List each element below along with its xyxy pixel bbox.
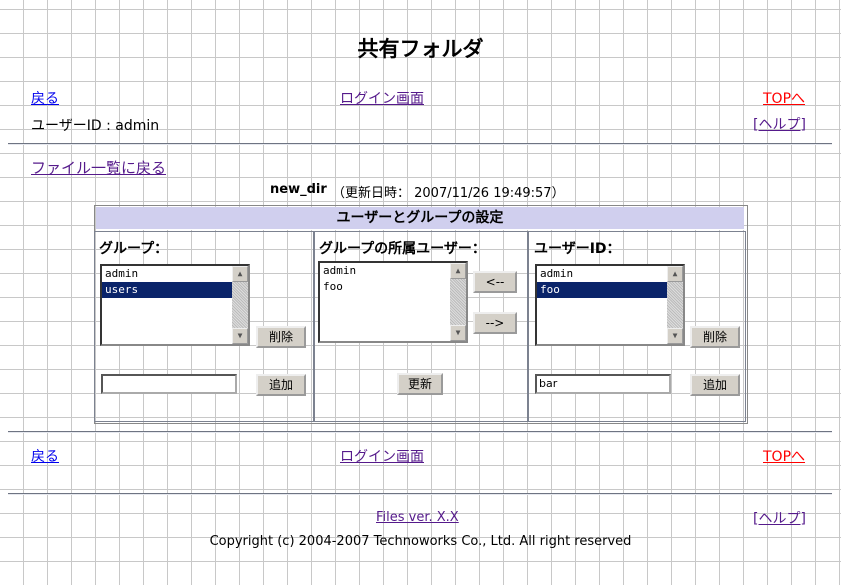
user-id-input[interactable]: bar (535, 374, 671, 394)
list-item-selected[interactable]: foo (537, 282, 667, 298)
login-link[interactable]: ログイン画面 (340, 91, 424, 107)
update-button[interactable]: 更新 (397, 373, 443, 395)
move-left-button[interactable]: <-- (473, 271, 517, 293)
group-name-input[interactable] (101, 374, 237, 394)
members-column (314, 231, 528, 422)
folder-name: new_dir (270, 182, 327, 197)
footer-top-link[interactable]: TOPへ (763, 449, 806, 465)
groups-column (94, 231, 314, 422)
file-list-back-link[interactable]: ファイル一覧に戻る (31, 159, 167, 177)
scroll-up-icon[interactable]: ▲ (232, 266, 248, 282)
scrollbar[interactable]: ▲▼ (450, 263, 466, 341)
groups-label: グループ： (99, 241, 169, 257)
scrollbar[interactable]: ▲▼ (667, 266, 683, 344)
user-id-label: ユーザーID : admin (31, 118, 160, 134)
page-title: 共有フォルダ (357, 37, 484, 61)
list-item[interactable]: admin (323, 264, 357, 277)
delete-group-button[interactable]: 削除 (256, 326, 306, 348)
version-link[interactable]: Files ver. X.X (376, 510, 459, 525)
list-item[interactable]: admin (105, 267, 139, 280)
list-item[interactable]: admin (540, 267, 574, 280)
scroll-down-icon[interactable]: ▼ (450, 325, 466, 341)
updated-time: （更新日時： 2007/11/26 19:49:57） (332, 186, 565, 201)
scroll-up-icon[interactable]: ▲ (450, 263, 466, 279)
copyright: Copyright (c) 2004-2007 Technoworks Co.,… (209, 534, 632, 549)
add-group-button[interactable]: 追加 (256, 374, 306, 396)
back-link[interactable]: 戻る (31, 91, 59, 107)
divider (8, 431, 832, 433)
users-column (528, 231, 746, 422)
add-user-button[interactable]: 追加 (690, 374, 740, 396)
move-right-button[interactable]: --> (473, 312, 517, 334)
footer-login-link[interactable]: ログイン画面 (340, 449, 424, 465)
list-item-selected[interactable]: users (102, 282, 232, 298)
panel-title: ユーザーとグループの設定 (96, 207, 744, 230)
top-link[interactable]: TOPへ (763, 91, 806, 107)
scroll-down-icon[interactable]: ▼ (232, 328, 248, 344)
divider (8, 493, 832, 495)
scrollbar[interactable]: ▲▼ (232, 266, 248, 344)
users-label: ユーザーID： (534, 241, 621, 257)
list-item[interactable]: foo (323, 280, 343, 293)
members-label: グループの所属ユーザー： (319, 241, 486, 257)
help-link[interactable]: [ヘルプ] (753, 117, 806, 133)
divider (8, 143, 832, 145)
delete-user-button[interactable]: 削除 (690, 326, 740, 348)
members-listbox[interactable]: admin foo ▲▼ (318, 261, 468, 343)
scroll-down-icon[interactable]: ▼ (667, 328, 683, 344)
scroll-up-icon[interactable]: ▲ (667, 266, 683, 282)
footer-back-link[interactable]: 戻る (31, 449, 59, 465)
groups-listbox[interactable]: admin users ▲▼ (100, 264, 250, 346)
footer-help-link[interactable]: [ヘルプ] (753, 511, 806, 527)
users-listbox[interactable]: admin foo ▲▼ (535, 264, 685, 346)
